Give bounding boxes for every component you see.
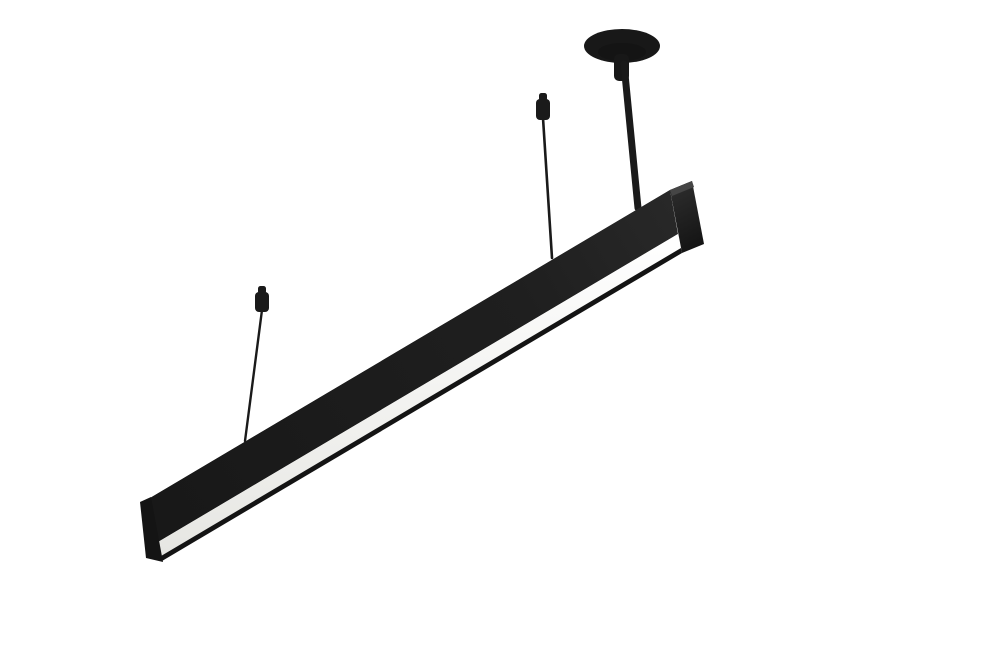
middle-suspension bbox=[536, 93, 554, 260]
bar-front-face bbox=[150, 190, 678, 542]
ceiling-canopy bbox=[584, 29, 660, 81]
middle-cable-gripper bbox=[536, 99, 550, 120]
canopy-underside bbox=[598, 43, 646, 61]
middle-suspension-wire bbox=[541, 116, 554, 260]
left-cable-gripper bbox=[255, 292, 269, 312]
bar-right-end-cap bbox=[670, 181, 704, 253]
light-bar bbox=[140, 181, 704, 562]
left-suspension bbox=[243, 286, 269, 443]
left-suspension-wire bbox=[243, 308, 264, 443]
bar-bottom-lip bbox=[161, 248, 682, 561]
bar-right-cap-top-edge bbox=[670, 181, 694, 196]
suspension-rod bbox=[620, 60, 642, 212]
diffuser-strip bbox=[158, 234, 681, 556]
bar-left-end-cap bbox=[140, 497, 163, 562]
